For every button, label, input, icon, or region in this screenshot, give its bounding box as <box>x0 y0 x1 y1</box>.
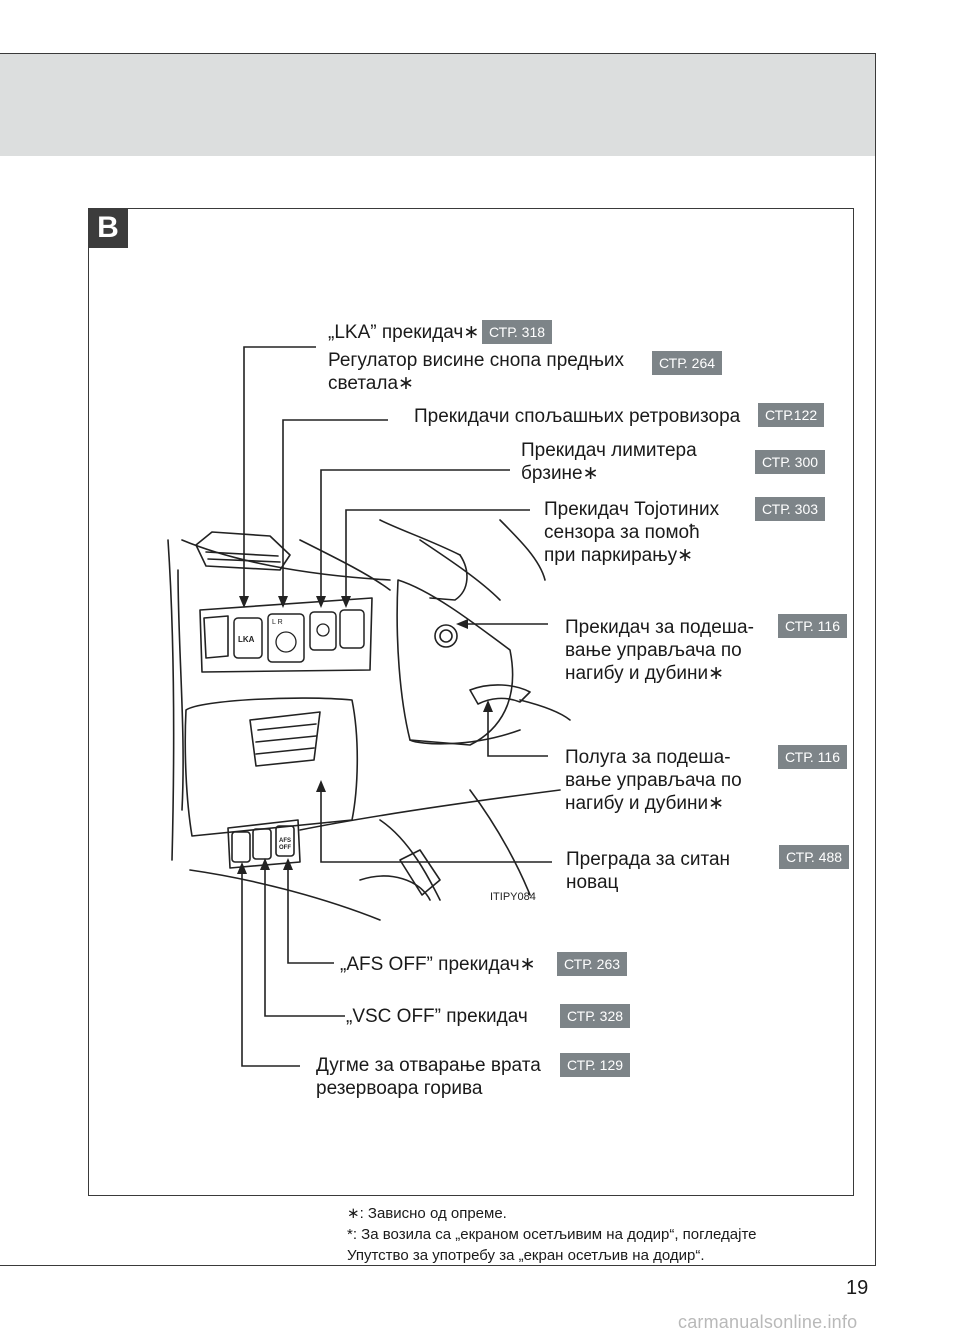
footnote-equipment: ∗: Зависно од опреме. <box>347 1205 507 1222</box>
tilt-lever <box>469 684 531 705</box>
glove-box-panel <box>184 697 359 837</box>
callout-afs-ref[interactable]: СТР. 263 <box>557 952 628 976</box>
callout-tilt-switch-label: Прекидач за подеша- вање управљача по на… <box>565 617 754 684</box>
callout-coin-tray-label: Преграда за ситан новац <box>566 849 731 893</box>
mirror-switch <box>267 613 305 663</box>
leader-vsc <box>264 868 345 1017</box>
callout-mirror-ref[interactable]: СТР.122 <box>758 403 825 427</box>
leader-lka <box>243 346 316 600</box>
leader-limiter <box>320 469 510 600</box>
lka-switch <box>233 617 263 659</box>
callout-tilt-switch-ref[interactable]: СТР. 116 <box>778 614 847 638</box>
leader-mirror <box>282 419 388 600</box>
callout-headlight-ref[interactable]: СТР. 264 <box>652 351 723 375</box>
lower-switch-panel <box>227 819 301 869</box>
callout-fuel-label: Дугме за отварање врата резервоара горив… <box>316 1055 541 1099</box>
dash-upper-contour <box>181 539 391 581</box>
callout-tilt-lever-ref[interactable]: СТР. 116 <box>778 745 847 769</box>
callout-tilt-lever-label: Полуга за подеша- вање управљача по наги… <box>565 747 742 814</box>
lka-switch-text: LKA <box>238 635 255 644</box>
section-box <box>88 208 854 1196</box>
callout-limiter-label: Прекидач лимитера брзине∗ <box>521 440 697 484</box>
footnote-touchscreen-cont: Упутство за употребу за „екран осетљив н… <box>347 1247 705 1264</box>
section-badge: B <box>88 208 128 248</box>
callout-coin-tray-ref[interactable]: СТР. 488 <box>779 845 850 869</box>
callout-parking-label: Прекидач Тојотиних сензора за помоћ при … <box>544 499 720 566</box>
callout-lka-ref[interactable]: СТР. 318 <box>482 320 553 344</box>
callout-vsc-label: „VSC OFF” прекидач <box>346 1006 528 1027</box>
callout-parking-ref[interactable]: СТР. 303 <box>755 497 826 521</box>
callout-afs-label: „AFS OFF” прекидач∗ <box>340 954 536 975</box>
tilt-switch-knob <box>434 624 458 648</box>
callout-lka-label: „LKA” прекидач∗ <box>328 322 480 343</box>
callout-limiter-ref[interactable]: СТР. 300 <box>755 450 826 474</box>
leader-fuel <box>241 872 300 1067</box>
callout-mirror-label: Прекидачи спољашњих ретровизора <box>414 406 741 427</box>
footnote-touchscreen: *: За возила са „екраном осетљивим на до… <box>347 1226 757 1243</box>
leader-tilt-lever <box>487 708 548 757</box>
speed-limiter-switch <box>309 611 337 651</box>
dash-vent <box>195 531 291 571</box>
steering-column <box>396 579 514 746</box>
watermark: carmanualsonline.info <box>678 1312 858 1332</box>
leader-afs <box>287 868 334 964</box>
page-frame <box>0 53 876 1266</box>
switch-panel <box>199 597 373 673</box>
mirror-switch-text: L R <box>272 619 283 626</box>
leader-coin-tray <box>320 790 552 863</box>
figure-code: ITIPY084 <box>490 891 536 903</box>
parking-sensor-switch <box>339 609 365 649</box>
page-number: 19 <box>846 1277 869 1299</box>
header-band <box>0 53 875 156</box>
callout-fuel-ref[interactable]: СТР. 129 <box>560 1053 631 1077</box>
leader-parking <box>345 509 530 600</box>
callout-headlight-label: Регулатор висине снопа предњих светала∗ <box>328 350 625 394</box>
callout-vsc-ref[interactable]: СТР. 328 <box>560 1004 631 1028</box>
